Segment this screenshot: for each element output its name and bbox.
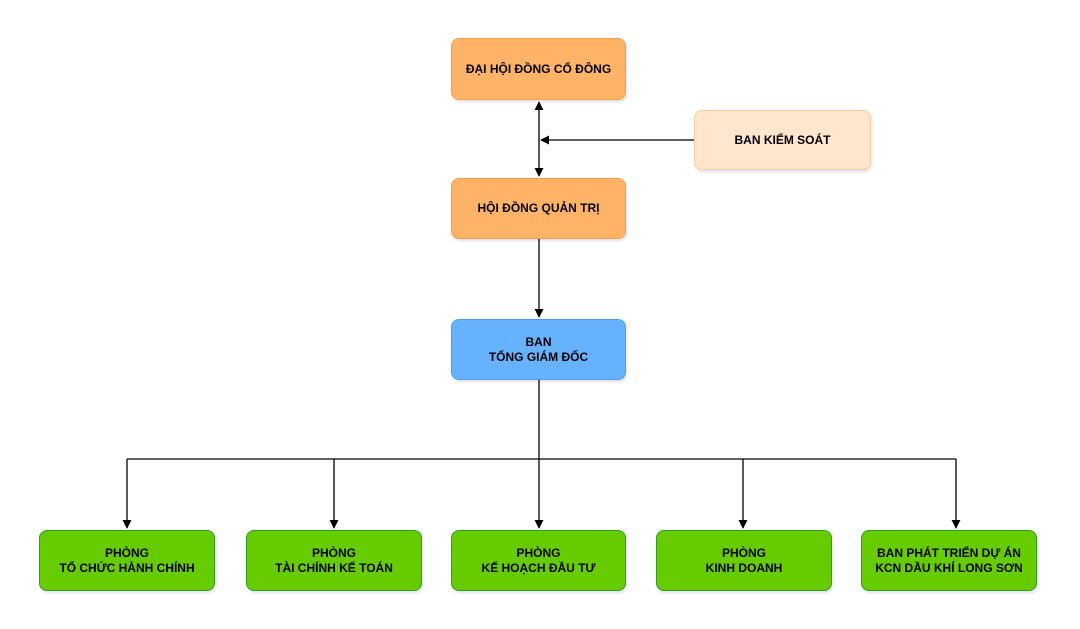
- department-box-project-development: BAN PHÁT TRIỂN DỰ ÁN KCN DẦU KHÍ LONG SƠ…: [861, 530, 1037, 591]
- department-box-finance: PHÒNG TÀI CHÍNH KẾ TOÁN: [246, 530, 422, 591]
- department-label-line1: PHÒNG: [516, 545, 561, 560]
- department-label-line2: KCN DẦU KHÍ LONG SƠN: [875, 560, 1023, 575]
- general-directors-label-line1: BAN: [525, 334, 552, 349]
- shareholders-meeting-label: ĐẠI HỘI ĐỒNG CỔ ĐÔNG: [465, 61, 612, 76]
- department-label-line2: KINH DOANH: [705, 560, 783, 575]
- board-of-directors-box: HỘI ĐỒNG QUẢN TRỊ: [451, 178, 626, 239]
- department-label-line1: BAN PHÁT TRIỂN DỰ ÁN: [877, 545, 1021, 560]
- department-box-business: PHÒNG KINH DOANH: [656, 530, 832, 591]
- department-box-investment-planning: PHÒNG KẾ HOẠCH ĐẦU TƯ: [451, 530, 626, 591]
- supervisory-board-label: BAN KIỂM SOÁT: [734, 132, 831, 147]
- department-label-line1: PHÒNG: [311, 545, 356, 560]
- shareholders-meeting-box: ĐẠI HỘI ĐỒNG CỔ ĐÔNG: [451, 38, 626, 100]
- department-label-line1: PHÒNG: [104, 545, 149, 560]
- department-label-line2: TÀI CHÍNH KẾ TOÁN: [275, 560, 393, 575]
- department-label-line2: TỔ CHỨC HÀNH CHÍNH: [59, 560, 195, 575]
- department-label-line1: PHÒNG: [721, 545, 766, 560]
- general-directors-label-line2: TỔNG GIÁM ĐỐC: [488, 349, 589, 364]
- supervisory-board-box: BAN KIỂM SOÁT: [694, 110, 871, 170]
- board-of-directors-label: HỘI ĐỒNG QUẢN TRỊ: [477, 201, 600, 215]
- general-directors-box: BAN TỔNG GIÁM ĐỐC: [451, 319, 626, 380]
- department-box-admin: PHÒNG TỔ CHỨC HÀNH CHÍNH: [39, 530, 215, 591]
- department-label-line2: KẾ HOẠCH ĐẦU TƯ: [481, 560, 596, 575]
